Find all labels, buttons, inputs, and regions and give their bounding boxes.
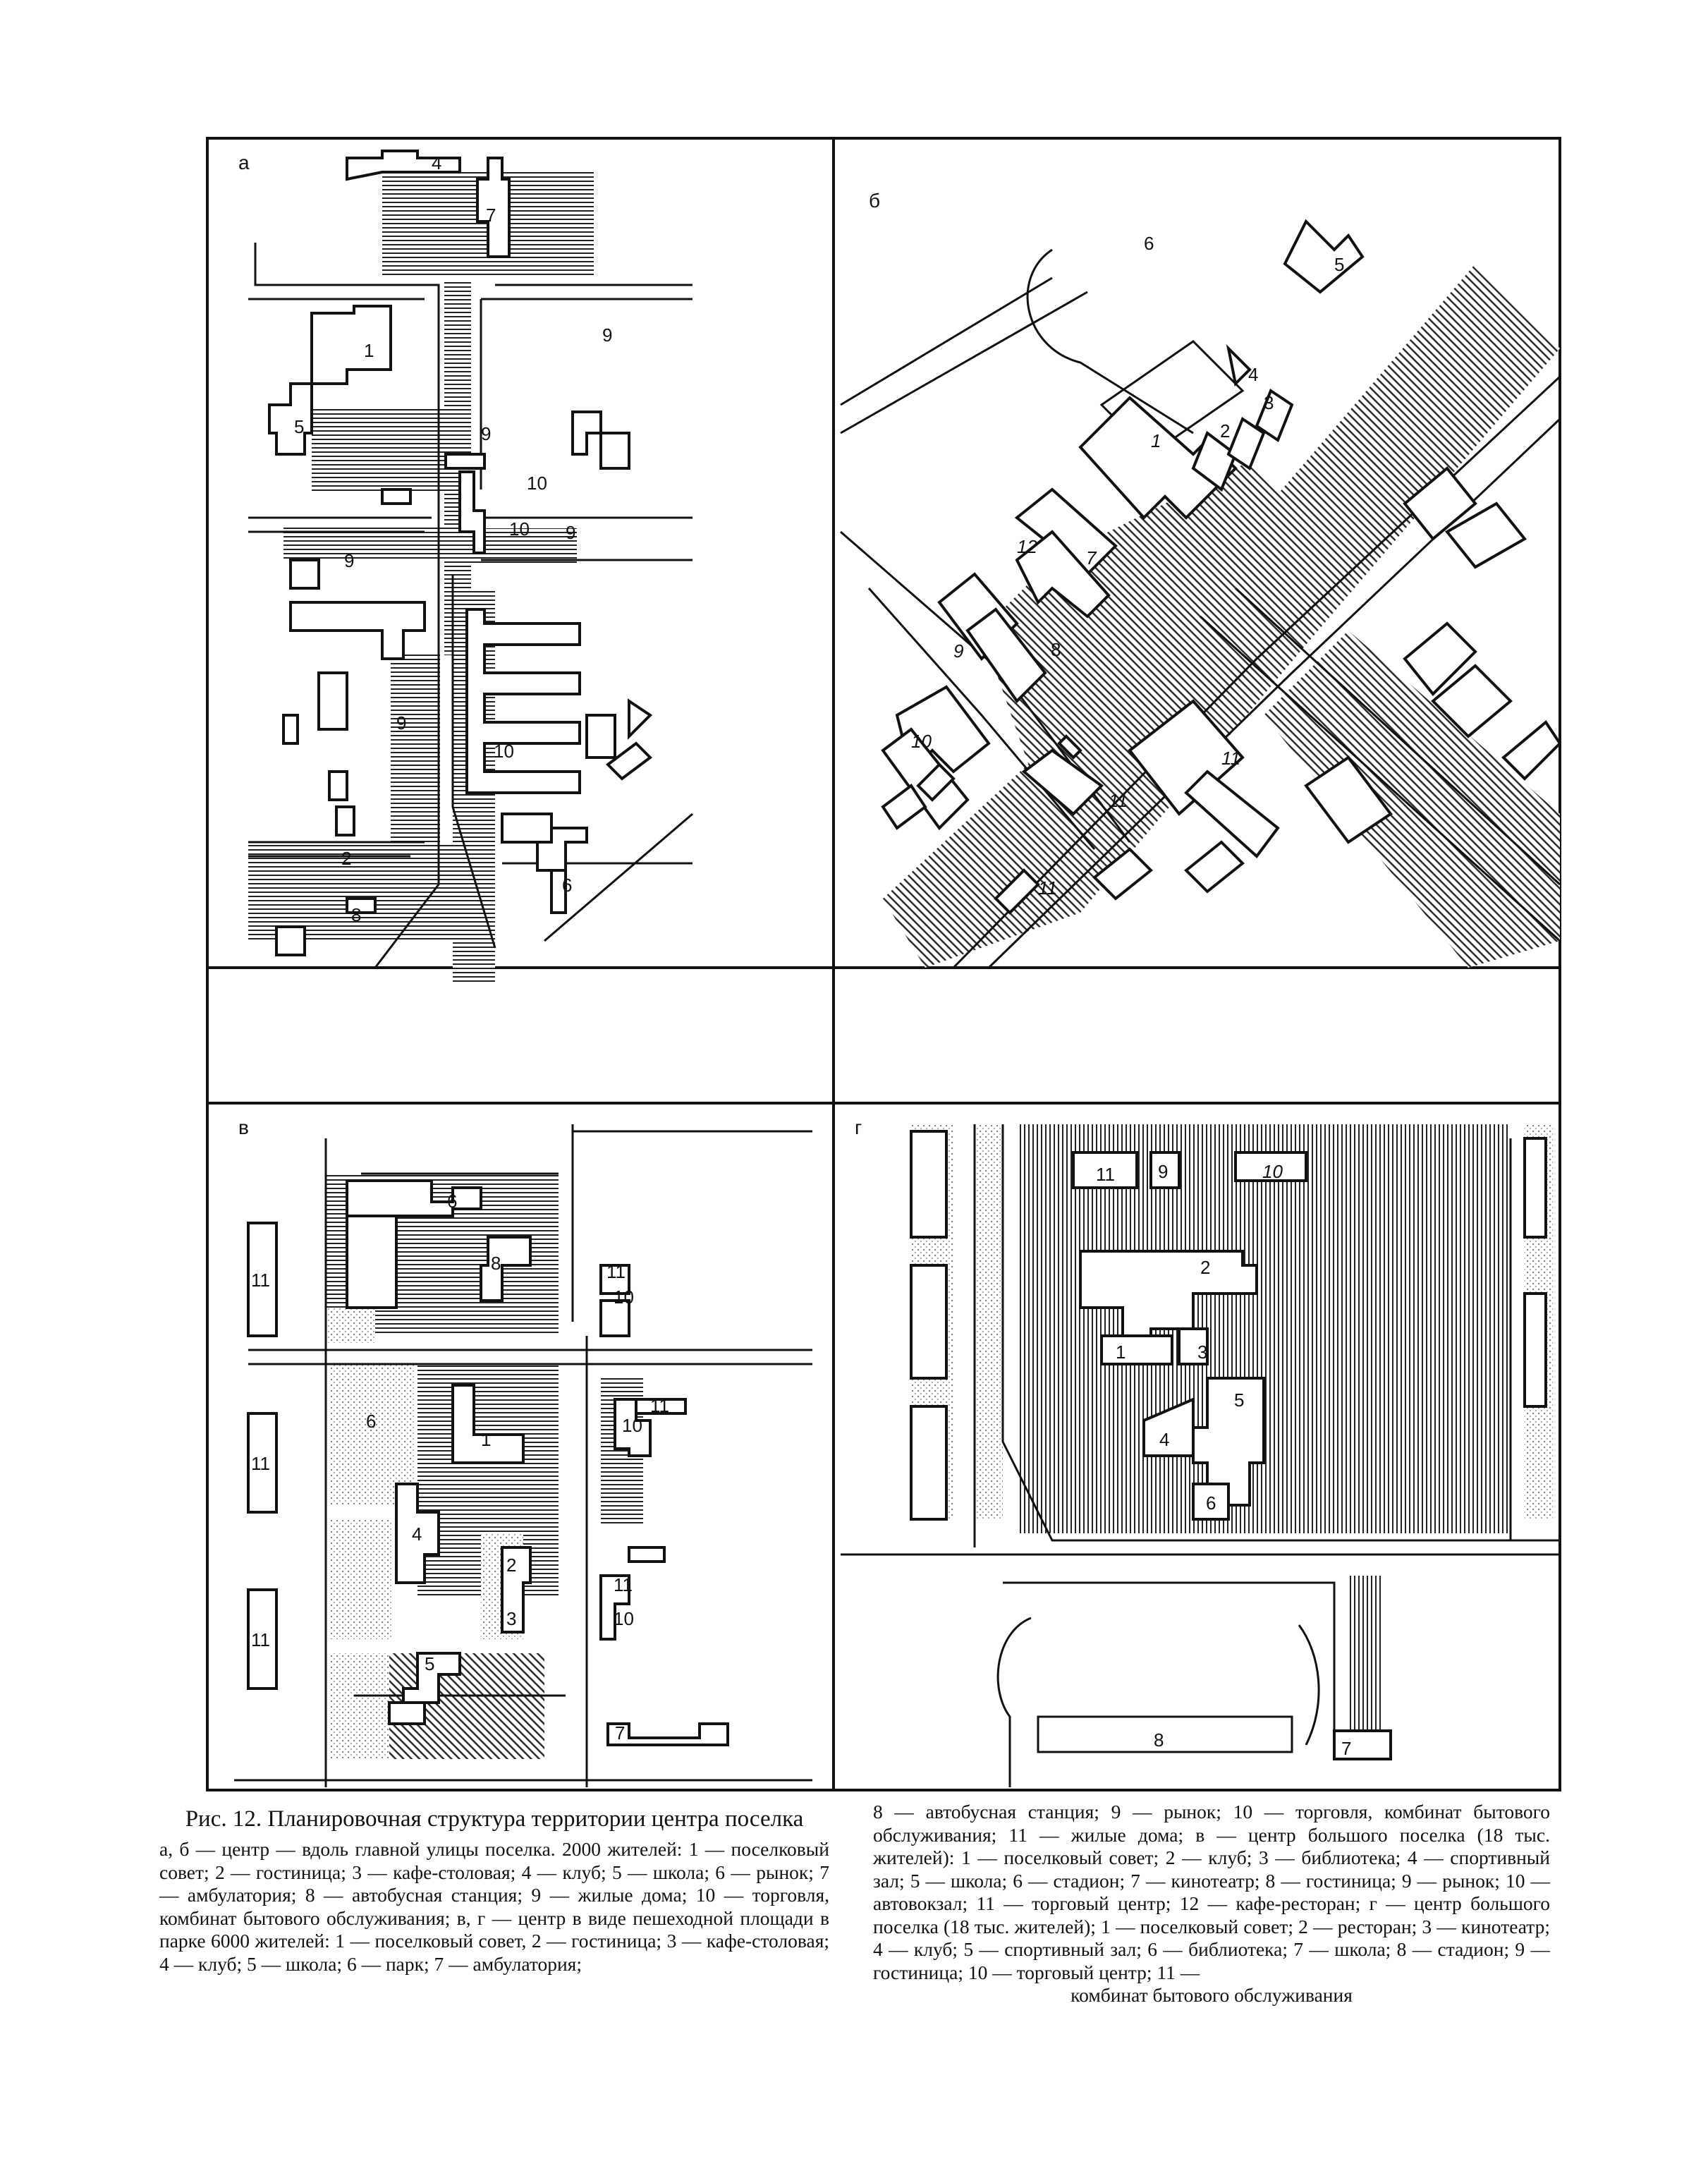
label-8: 8 [1051, 639, 1061, 660]
label-9: 9 [953, 640, 963, 662]
label-7: 7 [486, 205, 496, 226]
label-10: 10 [1262, 1161, 1283, 1182]
label-1: 1 [481, 1429, 491, 1450]
label-7: 7 [1086, 547, 1097, 568]
label-2: 2 [1220, 420, 1230, 442]
label-9c: 9 [566, 522, 575, 543]
label-11b: 11 [1109, 790, 1128, 811]
label-11f: 11 [251, 1629, 270, 1650]
label-11a: 11 [251, 1270, 270, 1291]
label-11a: 11 [1221, 748, 1240, 769]
frame [206, 137, 1561, 1791]
label-5: 5 [1334, 254, 1344, 275]
label-9b: 9 [481, 423, 491, 444]
caption-right: 8 — автобусная станция; 9 — рынок; 10 — … [873, 1801, 1550, 2007]
panel-b-roads [840, 248, 1561, 969]
panel-g-roads [841, 1124, 1560, 1787]
label-6a: 6 [447, 1191, 457, 1212]
label-6: 6 [1206, 1492, 1216, 1514]
panel-v: в [234, 1117, 812, 1787]
label-7: 7 [615, 1722, 625, 1744]
panel-g-buildings [910, 1130, 1547, 1760]
panel-b-buildings [881, 219, 1561, 915]
label-7: 7 [1341, 1738, 1351, 1759]
label-5: 5 [425, 1653, 434, 1674]
label-2: 2 [1200, 1257, 1210, 1278]
figure-plan-grid: а [206, 137, 1561, 1791]
label-10b: 10 [509, 518, 530, 540]
label-11c: 11 [251, 1453, 270, 1474]
label-2: 2 [341, 848, 351, 869]
caption-right-tail: комбинат бытового обслуживания [1070, 1984, 1353, 2006]
label-4: 4 [412, 1523, 422, 1545]
panel-b: б [840, 190, 1561, 969]
caption-left-body: а, б — центр — вдоль главной улицы посел… [159, 1838, 829, 1975]
panel-v-roads [234, 1124, 812, 1787]
label-9e: 9 [396, 712, 406, 734]
label-3: 3 [1197, 1341, 1207, 1363]
label-11: 11 [1096, 1164, 1115, 1185]
label-10a: 10 [614, 1286, 634, 1308]
label-8: 8 [491, 1253, 501, 1274]
panel-a-roads [248, 243, 693, 968]
figure-title: Рис. 12. Планировочная структура террито… [185, 1806, 804, 1832]
label-6: 6 [562, 875, 572, 896]
label-1: 1 [1116, 1341, 1126, 1363]
caption-right-body: 8 — автобусная станция; 9 — рынок; 10 — … [873, 1801, 1550, 1983]
label-5: 5 [1234, 1389, 1244, 1411]
panel-b-labels: 1 2 3 4 5 6 7 8 9 10 11 11 11 12 [911, 233, 1344, 899]
panel-g: г [841, 1117, 1560, 1787]
label-11d: 11 [650, 1395, 669, 1416]
label-4: 4 [432, 152, 441, 174]
panel-g-letter: г [855, 1117, 862, 1138]
label-11c: 11 [1038, 877, 1057, 899]
label-4: 4 [1248, 364, 1258, 385]
label-4: 4 [1159, 1429, 1169, 1450]
label-10c: 10 [494, 741, 514, 762]
label-11e: 11 [614, 1574, 633, 1595]
label-11b: 11 [606, 1261, 626, 1282]
label-12: 12 [1017, 536, 1037, 557]
label-8: 8 [351, 904, 361, 925]
label-9a: 9 [602, 324, 612, 346]
panel-a-letter: а [238, 152, 250, 174]
label-6b: 6 [366, 1411, 376, 1432]
label-10b: 10 [622, 1415, 642, 1436]
label-9d: 9 [344, 550, 354, 571]
label-10a: 10 [527, 473, 547, 494]
panel-a: а [238, 150, 693, 983]
label-1: 1 [1151, 430, 1161, 451]
panel-a-labels: 1 2 4 5 6 7 8 9 9 9 9 9 10 10 10 [294, 152, 612, 925]
label-8: 8 [1154, 1729, 1164, 1751]
panel-b-letter: б [869, 190, 880, 212]
label-6: 6 [1144, 233, 1154, 254]
panel-v-labels: 1 2 3 4 5 6 6 7 8 10 10 10 11 11 11 11 1… [251, 1191, 669, 1744]
panel-a-buildings [268, 150, 653, 956]
caption-left: Рис. 12. Планировочная структура террито… [159, 1806, 829, 1976]
label-10c: 10 [614, 1608, 634, 1629]
panel-g-labels: 1 2 3 4 5 6 7 8 9 10 11 [1096, 1161, 1351, 1759]
panel-v-letter: в [238, 1117, 249, 1138]
panel-v-buildings [247, 1179, 729, 1746]
label-10: 10 [911, 731, 932, 752]
label-1: 1 [364, 340, 374, 361]
label-9: 9 [1158, 1161, 1168, 1182]
label-2: 2 [506, 1554, 516, 1576]
label-3: 3 [1264, 392, 1274, 413]
label-5: 5 [294, 416, 304, 437]
label-3: 3 [506, 1608, 516, 1629]
